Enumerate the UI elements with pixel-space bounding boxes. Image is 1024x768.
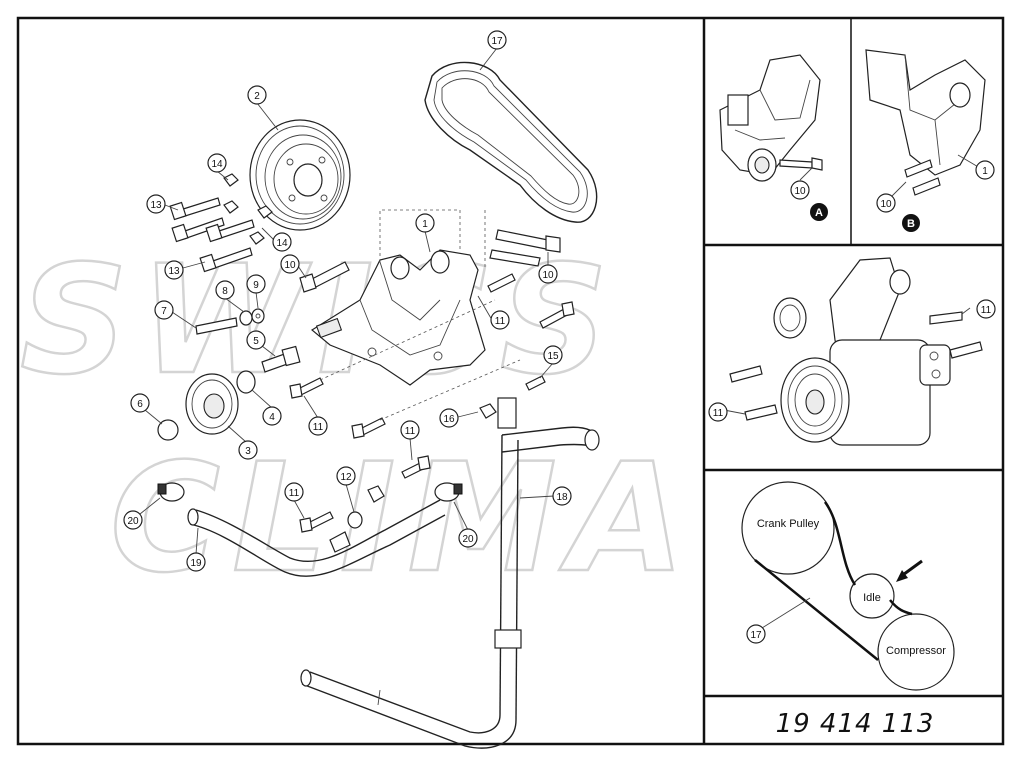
crank-pulley	[249, 119, 351, 231]
view-b-badge	[902, 214, 920, 232]
hose-clamps	[157, 482, 463, 529]
svg-text:14: 14	[276, 238, 288, 249]
watermark-line-2: CLIMA	[110, 432, 697, 606]
callout-14-top: 14	[207, 153, 229, 181]
svg-text:11: 11	[313, 422, 324, 433]
svg-text:2: 2	[254, 91, 260, 102]
bolt-set-11	[289, 273, 575, 533]
drive-belt	[424, 61, 598, 223]
belt-routing-diagram: Crank Pulley Idle Compressor 17	[741, 481, 955, 691]
mounting-bracket	[310, 209, 486, 386]
svg-text:6: 6	[137, 399, 143, 410]
callout-1-main: 1	[415, 213, 435, 253]
callout-20-right: 20	[453, 501, 478, 548]
routing-compressor-pulley	[877, 613, 955, 691]
callout-19: 19	[186, 527, 206, 572]
callout-3: 3	[227, 425, 258, 460]
callout-10-right: 10	[538, 252, 558, 284]
watermark-line-1: SWISS	[20, 234, 620, 408]
callout-7: 7	[154, 300, 197, 329]
svg-text:1: 1	[422, 219, 428, 230]
svg-text:10: 10	[284, 260, 296, 271]
view-b-letter: B	[907, 218, 915, 230]
label-compressor: Compressor	[886, 645, 946, 657]
kit-number: 19 414 113	[776, 709, 935, 739]
callout-13-bottom: 13	[164, 260, 206, 280]
svg-text:4: 4	[269, 412, 275, 423]
callout-2: 2	[247, 85, 279, 131]
callout-18: 18	[519, 486, 572, 506]
callout-6: 6	[130, 393, 163, 425]
view-b-callout-1: 1	[982, 166, 988, 177]
callout-4: 4	[251, 389, 282, 426]
svg-text:16: 16	[443, 414, 455, 425]
sheet-frame	[16, 16, 1005, 746]
stud-and-washers	[195, 308, 265, 335]
routing-idle-pulley	[849, 573, 895, 619]
routing-callout-17: 17	[750, 630, 762, 641]
svg-text:11: 11	[495, 316, 506, 327]
svg-text:9: 9	[253, 280, 259, 291]
svg-text:11: 11	[405, 426, 416, 437]
callout-11-lower: 11	[284, 482, 305, 519]
bolt-set-10	[299, 229, 561, 293]
callout-10-left: 10	[280, 254, 307, 279]
label-crank-pulley: Crank Pulley	[757, 518, 820, 530]
svg-text:13: 13	[168, 266, 180, 277]
callout-8: 8	[215, 280, 245, 313]
detail-view-a: 10 A	[719, 54, 828, 221]
svg-text:19: 19	[190, 558, 202, 569]
label-idle: Idle	[863, 592, 881, 604]
coolant-pipe-19	[187, 499, 446, 577]
compressor-callout-11-bottom: 11	[713, 408, 724, 419]
svg-text:7: 7	[161, 306, 167, 317]
svg-text:13: 13	[150, 200, 162, 211]
view-a-callout-10: 10	[794, 186, 806, 197]
callout-9: 9	[246, 274, 266, 309]
bolt-set-13	[169, 173, 273, 273]
svg-text:20: 20	[127, 516, 139, 527]
svg-text:10: 10	[542, 270, 554, 281]
svg-text:17: 17	[491, 36, 503, 47]
callout-15: 15	[539, 345, 563, 379]
routing-belt-path	[754, 501, 913, 661]
idler-assembly	[157, 345, 301, 441]
callouts: 17 2 14 13 13 14 10 1 10 8 9 7 11 5 15 4…	[123, 30, 572, 572]
callout-16: 16	[439, 408, 479, 428]
callout-20-left: 20	[123, 497, 161, 530]
svg-text:14: 14	[211, 159, 223, 170]
idle-arrowhead-icon	[896, 570, 908, 582]
detail-view-b: 1 10 B	[865, 49, 995, 232]
callout-12: 12	[336, 466, 356, 513]
coolant-pipe-18	[300, 397, 600, 749]
view-a-badge	[810, 203, 828, 221]
svg-text:8: 8	[222, 286, 228, 297]
callout-5: 5	[246, 330, 276, 357]
svg-text:18: 18	[556, 492, 568, 503]
callout-11-idler: 11	[303, 395, 328, 436]
svg-text:15: 15	[547, 351, 559, 362]
svg-text:3: 3	[245, 446, 251, 457]
svg-text:20: 20	[462, 534, 474, 545]
view-b-callout-10: 10	[880, 199, 892, 210]
callout-13-top: 13	[146, 194, 179, 214]
callout-14-bottom: 14	[261, 227, 292, 252]
watermark: SWISS CLIMA	[19, 233, 697, 608]
view-a-letter: A	[815, 207, 823, 219]
svg-text:11: 11	[289, 488, 300, 499]
exploded-view: 17 2 14 13 13 14 10 1 10 8 9 7 11 5 15 4…	[123, 30, 600, 749]
callout-17: 17	[479, 30, 507, 71]
svg-text:12: 12	[340, 472, 352, 483]
compressor-callout-11-top: 11	[981, 305, 992, 316]
fasteners-15-16	[479, 375, 546, 419]
callout-11-bracket: 11	[477, 295, 510, 330]
compressor-assembly-view: 11 11	[708, 257, 996, 446]
routing-crank-pulley	[741, 481, 835, 575]
callout-11-mid: 11	[400, 420, 420, 461]
svg-text:5: 5	[253, 336, 259, 347]
